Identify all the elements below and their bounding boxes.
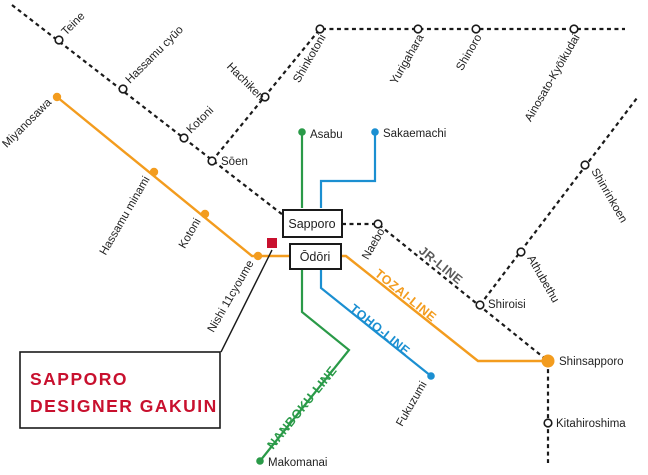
jr-stations	[54, 24, 590, 428]
label-hassamu-cyuo: Hassamu cyūo	[124, 24, 186, 86]
label-shinsapporo: Shinsapporo	[559, 356, 624, 368]
station-fukuzumi[interactable]	[427, 372, 435, 380]
school-box[interactable]: SAPPORO DESIGNER GAKUIN	[19, 351, 221, 429]
label-naebo: Naebo	[360, 227, 387, 262]
label-soen: Sōen	[221, 156, 248, 168]
station-ainosato[interactable]	[569, 24, 579, 34]
station-hassamu-cyuo[interactable]	[118, 84, 128, 94]
school-pointer	[220, 238, 277, 353]
station-shinrinkoen[interactable]	[580, 160, 590, 170]
station-naebo[interactable]	[373, 219, 383, 229]
label-teine: Teine	[60, 10, 88, 38]
label-atsubetsu: Athubethu	[524, 254, 561, 305]
jr-chitose-line	[342, 222, 550, 463]
tozai-line	[56, 96, 548, 363]
jr-hakodate-line	[11, 4, 284, 216]
nanboku-line-path	[259, 132, 351, 462]
station-makomanai[interactable]	[256, 457, 264, 465]
nanboku-line	[259, 132, 351, 462]
nanboku-stations	[256, 128, 306, 465]
nanboku-line-name: NANBOKU-LINE	[264, 363, 339, 451]
label-makomanai: Makomanai	[268, 457, 327, 469]
toho-stations	[371, 128, 435, 380]
label-shinoro: Shinoro	[454, 33, 484, 73]
toho-line-name: TOHO-LINE	[347, 301, 413, 358]
jr-hakodate-east-line	[479, 97, 638, 306]
tozai-line-path	[56, 96, 548, 363]
station-soen[interactable]	[207, 156, 217, 166]
label-shinrinkoen: Shinrinkoen	[588, 167, 629, 226]
station-nishi11[interactable]	[253, 251, 263, 261]
station-shinsapporo[interactable]	[541, 354, 555, 368]
station-kotoni-tozai[interactable]	[200, 209, 210, 219]
station-sakaemachi[interactable]	[371, 128, 379, 136]
label-yurigahara: Yurigahara	[388, 32, 427, 87]
hub-sapporo-label: Sapporo	[288, 217, 335, 231]
hub-odori[interactable]: Ōdōri	[289, 243, 342, 270]
school-name-line2: DESIGNER GAKUIN	[30, 396, 218, 416]
station-atsubetsu[interactable]	[516, 247, 526, 257]
school-name-line1: SAPPORO	[30, 369, 128, 389]
school-marker	[267, 238, 277, 248]
hub-sapporo[interactable]: Sapporo	[282, 209, 343, 238]
label-hassamu-minami: Hassamu minami	[98, 175, 153, 258]
label-ainosato: Ainosato-Kyōikudai	[523, 33, 583, 124]
label-kotoni-jr: Kotoni	[185, 105, 217, 137]
station-yurigahara[interactable]	[413, 24, 423, 34]
label-fukuzumi: Fukuzumi	[394, 380, 429, 429]
station-shinoro[interactable]	[471, 24, 481, 34]
label-sakaemachi: Sakaemachi	[383, 128, 446, 140]
toho-line-path	[319, 132, 432, 377]
station-hachiken[interactable]	[260, 92, 270, 102]
station-shinkotoni[interactable]	[315, 24, 325, 34]
jr-line	[11, 4, 638, 463]
label-hachiken: Hachiken	[224, 61, 266, 103]
tozai-line-name: TOZAI-LINE	[372, 266, 439, 324]
label-miyanosawa: Miyanosawa	[0, 96, 54, 150]
label-asabu: Asabu	[310, 129, 343, 141]
label-shiroishi: Shiroisi	[488, 299, 526, 311]
tozai-stations	[52, 92, 555, 368]
label-kitahiroshima: Kitahiroshima	[556, 418, 626, 430]
station-kotoni-jr[interactable]	[179, 133, 189, 143]
line-names: JR-LINE TOZAI-LINE TOHO-LINE NANBOKU-LIN…	[264, 243, 465, 451]
hub-odori-label: Ōdōri	[300, 250, 331, 264]
station-kitahiroshima[interactable]	[543, 418, 553, 428]
station-shiroishi[interactable]	[475, 300, 485, 310]
label-kotoni-tozai: Kotoni	[177, 217, 204, 251]
toho-line	[319, 132, 432, 377]
station-hassamu-minami[interactable]	[149, 167, 159, 177]
label-shinkotoni: Shinkotoni	[291, 33, 328, 86]
jr-line-name: JR-LINE	[416, 243, 465, 287]
station-teine[interactable]	[54, 35, 64, 45]
station-asabu[interactable]	[298, 128, 306, 136]
station-miyanosawa[interactable]	[52, 92, 62, 102]
